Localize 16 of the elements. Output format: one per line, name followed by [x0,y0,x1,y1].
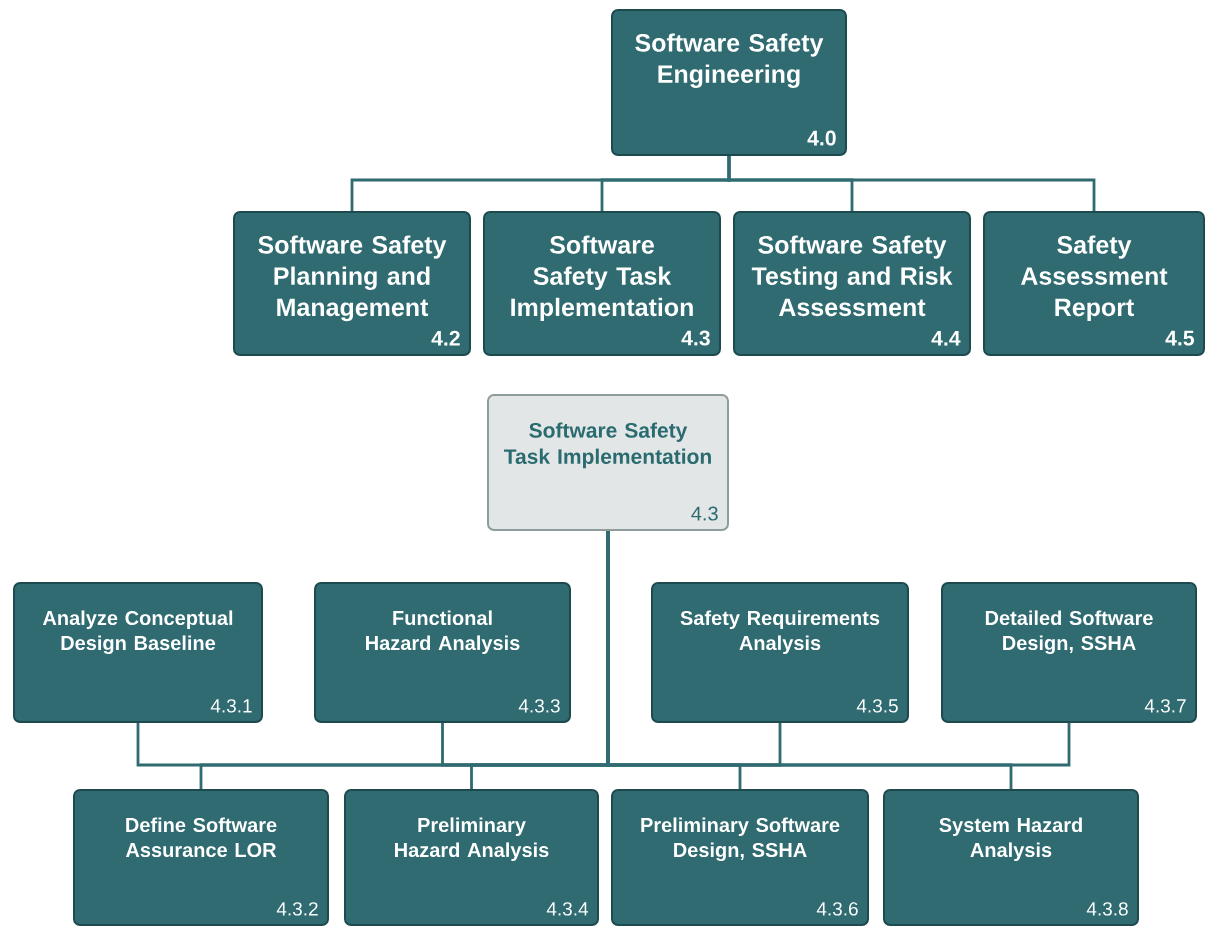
process-box: Safety Assessment Report 4.5 [983,211,1205,356]
process-box: System Hazard Analysis 4.3.8 [883,789,1139,926]
process-box: Functional Hazard Analysis 4.3.3 [314,582,571,723]
process-box: Software Safety Engineering 4.0 [611,9,847,156]
connector-line [606,531,1013,789]
process-box: Detailed Software Design, SSHA 4.3.7 [941,582,1197,723]
process-box: Preliminary Software Design, SSHA 4.3.6 [611,789,869,926]
process-box: Software Safety Task Implementation 4.3 [483,211,721,356]
highlighted-box: Software Safety Task Implementation 4.3 [487,394,729,531]
process-box: Define Software Assurance LOR 4.3.2 [73,789,329,926]
process-box: Preliminary Hazard Analysis 4.3.4 [344,789,599,926]
process-box: Software Safety Testing and Risk Assessment 4.4 [733,211,971,356]
process-box: Safety Requirements Analysis 4.3.5 [651,582,909,723]
process-box: Analyze Conceptual Design Baseline 4.3.1 [13,582,263,723]
process-box: Software Safety Planning and Management 4.2 [233,211,471,356]
connector-line [727,156,1096,211]
